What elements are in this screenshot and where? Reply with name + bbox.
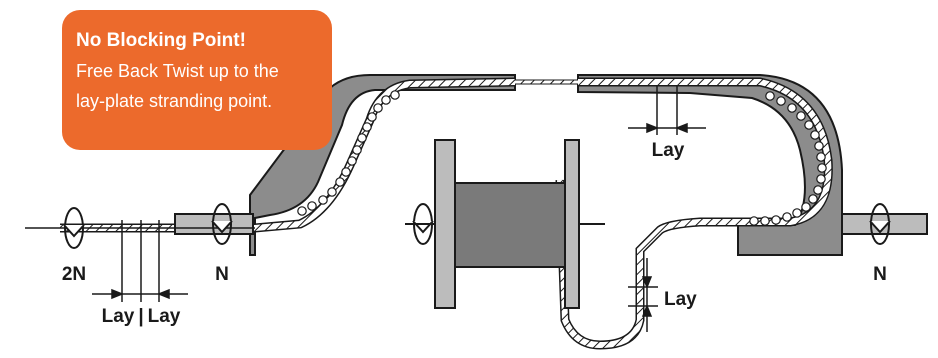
- guide-roller: [318, 195, 328, 205]
- spool-flange-left: [434, 139, 456, 309]
- callout-box: No Blocking Point! Free Back Twist up to…: [62, 10, 332, 150]
- rotation-icon-n-right: [869, 203, 891, 245]
- guide-roller: [816, 174, 826, 184]
- guide-roller: [817, 163, 827, 173]
- guide-rollers: [297, 90, 827, 226]
- callout-line-1: Free Back Twist up to the: [76, 61, 279, 81]
- guide-roller: [347, 156, 357, 166]
- guide-roller: [810, 130, 820, 140]
- guide-roller: [792, 208, 802, 218]
- lay-label-bottom-separator: |: [138, 306, 143, 327]
- guide-roller: [335, 177, 345, 187]
- guide-roller: [808, 194, 818, 204]
- guide-roller: [760, 216, 770, 226]
- lay-label-bottom-right: Lay: [148, 306, 181, 327]
- guide-roller: [813, 185, 823, 195]
- guide-roller: [357, 133, 367, 143]
- spool-flange-right: [564, 139, 580, 309]
- callout-heading: No Blocking Point!: [76, 30, 246, 51]
- guide-roller: [765, 91, 775, 101]
- guide-roller: [771, 215, 781, 225]
- n-label-right: N: [873, 264, 887, 285]
- guide-roller: [782, 212, 792, 222]
- lay-dimension-top: [628, 85, 706, 135]
- guide-roller: [814, 141, 824, 151]
- guide-roller: [801, 202, 811, 212]
- lay-dimension-bottom: [92, 220, 188, 302]
- lay-label-top: Lay: [652, 140, 685, 161]
- guide-roller: [776, 96, 786, 106]
- n-label-left: N: [215, 264, 229, 285]
- guide-roller: [816, 152, 826, 162]
- guide-roller: [390, 90, 400, 100]
- lay-label-right: Lay: [664, 289, 697, 310]
- guide-roller: [804, 120, 814, 130]
- guide-roller: [297, 206, 307, 216]
- guide-roller: [796, 111, 806, 121]
- rotation-icon-n-left: [211, 203, 233, 245]
- guide-roller: [307, 201, 317, 211]
- guide-roller: [381, 95, 391, 105]
- guide-roller: [749, 216, 759, 226]
- two-n-label: 2N: [62, 264, 86, 285]
- guide-roller: [327, 187, 337, 197]
- spool-core: [454, 182, 566, 268]
- lay-label-bottom-left: Lay: [102, 306, 135, 327]
- guide-roller: [367, 112, 377, 122]
- guide-roller: [373, 103, 383, 113]
- callout-line-2: lay-plate stranding point.: [76, 91, 273, 111]
- guide-roller: [352, 145, 362, 155]
- wire-path-right-hatch: [557, 79, 832, 349]
- rotation-icon-2n: [63, 207, 85, 249]
- guide-roller: [787, 103, 797, 113]
- lay-dimension-right: [628, 258, 658, 332]
- guide-roller: [362, 122, 372, 132]
- guide-roller: [341, 167, 351, 177]
